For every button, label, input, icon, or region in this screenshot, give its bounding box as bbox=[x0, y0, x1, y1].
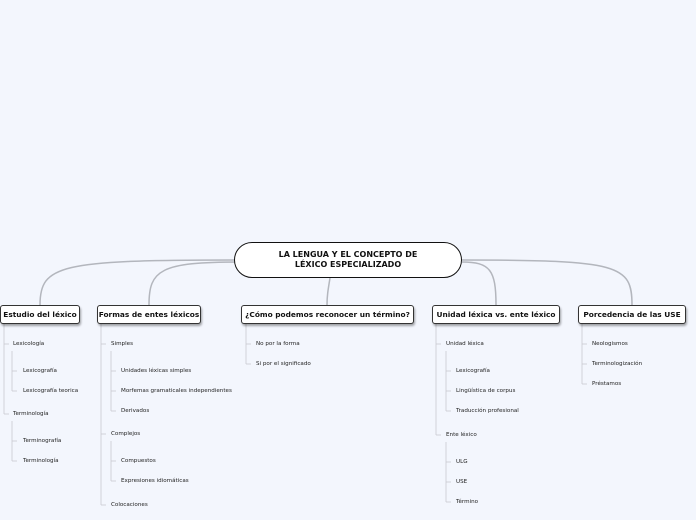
topic-no-por-la-forma[interactable]: No por la forma bbox=[256, 341, 300, 347]
topic-neologismos[interactable]: Neologismos bbox=[592, 341, 628, 347]
subtopic-unidades-lexicas-simples[interactable]: Unidades léxicas simples bbox=[121, 368, 192, 374]
subtopic-morfemas-gramaticales[interactable]: Morfemas gramaticales independientes bbox=[121, 388, 232, 394]
subtopic-expresiones-idiomaticas[interactable]: Expresiones idiomáticas bbox=[121, 478, 189, 484]
branch-label: Unidad léxica vs. ente léxico bbox=[436, 310, 556, 319]
branch-label: ¿Cómo podemos reconocer un término? bbox=[245, 310, 410, 319]
subtopic-termino[interactable]: Término bbox=[456, 499, 479, 505]
root-link-branch-4 bbox=[461, 259, 633, 306]
topic-ente-lexico[interactable]: Ente léxico bbox=[446, 432, 477, 438]
central-topic-line-1: LA LENGUA Y EL CONCEPTO DE bbox=[278, 250, 418, 259]
root-link-branch-0 bbox=[39, 259, 235, 306]
subtopic-terminologia[interactable]: Terminología bbox=[23, 458, 59, 464]
topic-terminologia[interactable]: Terminología bbox=[13, 411, 49, 417]
branch-label: Porcedencia de las USE bbox=[583, 310, 681, 319]
topic-simples[interactable]: Simples bbox=[111, 341, 134, 347]
root-link-branch-3 bbox=[461, 261, 497, 306]
root-link-branch-2 bbox=[326, 277, 331, 306]
branch-unidad-vs-ente-lexico[interactable]: Unidad léxica vs. ente léxico bbox=[432, 305, 560, 324]
subtopic-compuestos[interactable]: Compuestos bbox=[121, 458, 156, 464]
branch-porcedencia-de-las-use[interactable]: Porcedencia de las USE bbox=[578, 305, 686, 324]
subtopic-use[interactable]: USE bbox=[456, 479, 468, 485]
branch-formas-de-entes-lexicos[interactable]: Formas de entes léxicos bbox=[97, 305, 201, 324]
subtopic-lexicografia[interactable]: Lexicografía bbox=[23, 368, 57, 374]
topic-lexicologia[interactable]: Lexicología bbox=[13, 341, 45, 347]
central-topic[interactable]: LA LENGUA Y EL CONCEPTO DE LÉXICO ESPECI… bbox=[234, 242, 462, 278]
subtopic-lexicografia-2[interactable]: Lexicografía bbox=[456, 368, 490, 374]
topic-terminologizacion[interactable]: Terminologización bbox=[592, 361, 643, 367]
subtopic-ulg[interactable]: ULG bbox=[456, 459, 468, 465]
topic-colocaciones[interactable]: Colocaciones bbox=[111, 502, 148, 508]
branch-label: Formas de entes léxicos bbox=[98, 310, 200, 319]
subtopic-terminografia[interactable]: Terminografía bbox=[23, 438, 62, 444]
subtopic-derivados[interactable]: Derivados bbox=[121, 408, 150, 414]
branch-label: Estudio del léxico bbox=[3, 310, 77, 319]
topic-si-por-el-significado[interactable]: Si por el significado bbox=[256, 361, 311, 367]
subtopic-linguistica-de-corpus[interactable]: Lingüística de corpus bbox=[456, 388, 516, 394]
subtopic-traduccion-profesional[interactable]: Traducción profesional bbox=[456, 408, 519, 414]
topic-prestamos[interactable]: Préstamos bbox=[592, 381, 622, 387]
topic-unidad-lexica[interactable]: Unidad léxica bbox=[446, 341, 484, 347]
branch-como-reconocer-termino[interactable]: ¿Cómo podemos reconocer un término? bbox=[241, 305, 414, 324]
subtopic-lexicografia-teorica[interactable]: Lexicografía teorica bbox=[23, 388, 79, 394]
central-topic-line-2: LÉXICO ESPECIALIZADO bbox=[294, 260, 402, 269]
branch-estudio-del-lexico[interactable]: Estudio del léxico bbox=[0, 305, 80, 324]
root-link-branch-1 bbox=[148, 261, 241, 306]
topic-complejos[interactable]: Complejos bbox=[111, 431, 141, 437]
